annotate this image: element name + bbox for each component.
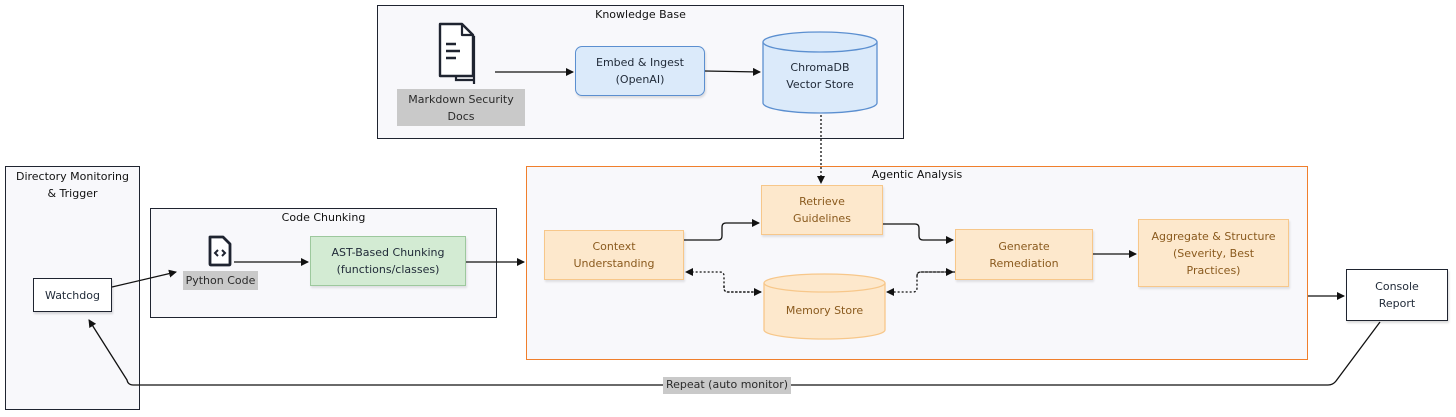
- repeat-edge-label: Repeat (auto monitor): [663, 377, 791, 394]
- aggregate-structure-node[interactable]: Aggregate & Structure (Severity, Best Pr…: [1138, 219, 1289, 287]
- code-chunking-title: Code Chunking: [281, 211, 366, 224]
- python-code-label: Python Code: [183, 271, 258, 290]
- knowledge-base-title: Knowledge Base: [595, 8, 686, 21]
- memory-store-label: Memory Store: [785, 304, 864, 317]
- agentic-analysis-title: Agentic Analysis: [871, 168, 963, 181]
- console-report-node[interactable]: Console Report: [1346, 269, 1448, 321]
- chromadb-node[interactable]: ChromaDB Vector Store: [762, 31, 878, 115]
- embed-ingest-node[interactable]: Embed & Ingest (OpenAI): [575, 46, 705, 96]
- memory-cylinder-icon: [763, 273, 886, 340]
- memory-store-node[interactable]: Memory Store: [763, 273, 886, 341]
- context-understanding-node[interactable]: Context Understanding: [544, 230, 684, 280]
- python-file-icon: [207, 235, 233, 267]
- chromadb-label: ChromaDB Vector Store: [786, 61, 854, 91]
- markdown-docs-label: Markdown Security Docs: [397, 89, 525, 126]
- generate-remediation-node[interactable]: Generate Remediation: [955, 229, 1093, 280]
- retrieve-guidelines-node[interactable]: Retrieve Guidelines: [761, 185, 883, 235]
- directory-monitoring-title: Directory Monitoring & Trigger: [15, 170, 130, 200]
- watchdog-node[interactable]: Watchdog: [33, 278, 112, 312]
- ast-chunking-node[interactable]: AST-Based Chunking (functions/classes): [310, 236, 466, 286]
- document-icon: [434, 22, 486, 84]
- database-cylinder-icon: [762, 31, 878, 114]
